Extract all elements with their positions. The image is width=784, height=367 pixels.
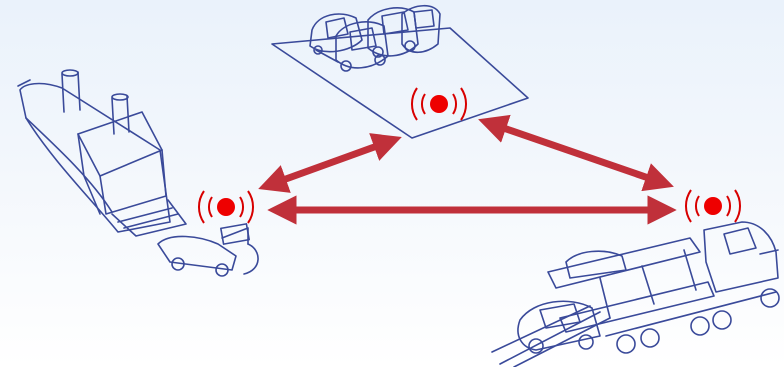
link-arrows	[258, 114, 677, 225]
car-carrier-truck-icon	[491, 221, 780, 367]
ship-icon	[17, 69, 259, 277]
arrow-lot-truck	[478, 114, 674, 192]
rfid-tag-icon	[197, 190, 255, 224]
rfid-tag-icon	[410, 87, 468, 121]
arrow-ship-lot	[258, 133, 402, 193]
parked-cars-icon	[271, 4, 529, 139]
rfid-tag-icon	[684, 189, 742, 223]
